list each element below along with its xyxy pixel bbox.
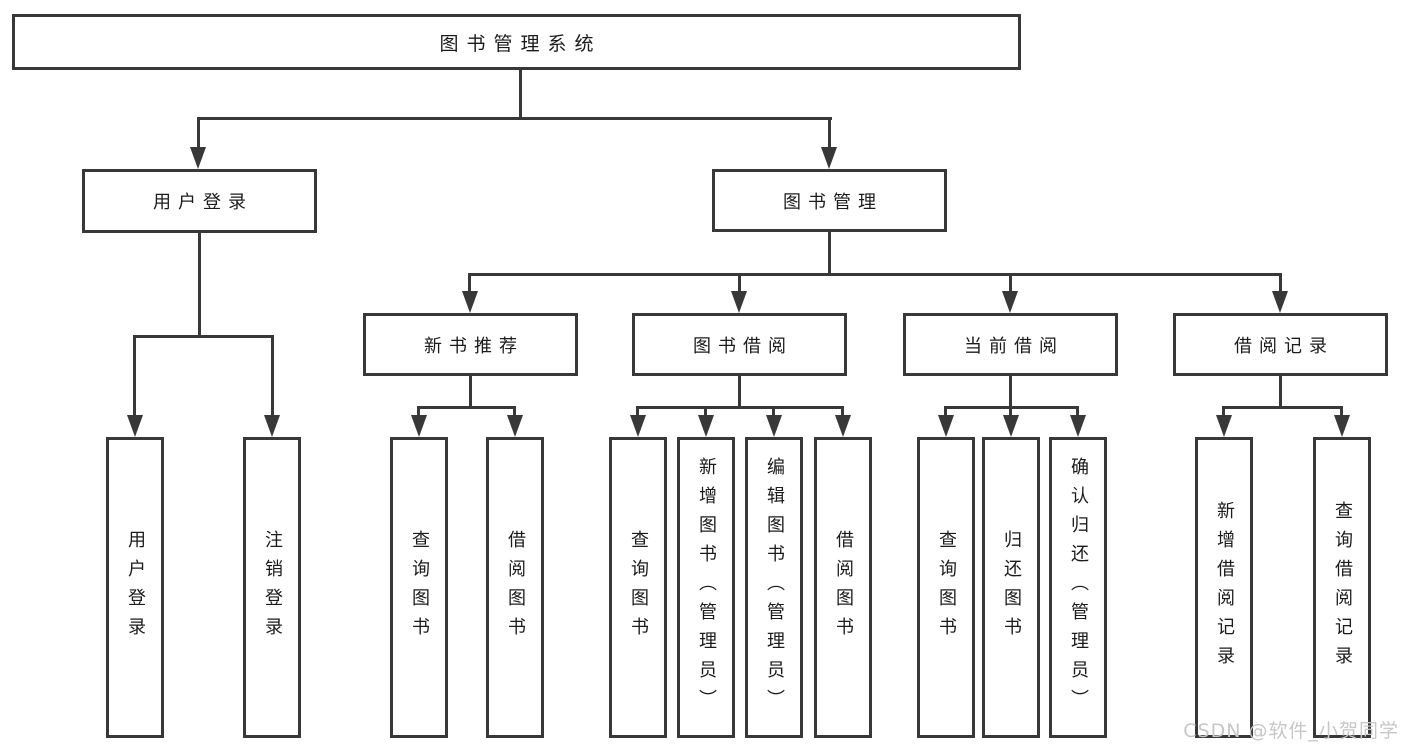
connector-line (1009, 273, 1012, 295)
connector-line (772, 406, 775, 418)
arrowhead-icon (630, 415, 646, 437)
leaf-label: 归还图书 (1001, 529, 1022, 646)
arrowhead-icon (507, 415, 523, 437)
connector-line (519, 70, 522, 117)
leaf-label: 查询图书 (936, 529, 957, 646)
node-current-borrow: 当前借阅 (903, 313, 1118, 376)
connector-line (197, 117, 200, 150)
connector-line (1279, 376, 1282, 409)
node-label: 图书借阅 (693, 335, 793, 357)
arrowhead-icon (190, 147, 206, 169)
arrowhead-icon (766, 415, 782, 437)
leaf-label: 查询借阅记录 (1332, 500, 1353, 675)
leaf-query-book-recommend: 查询图书 (390, 437, 448, 738)
node-user-login: 用户登录 (82, 169, 317, 233)
connector-line (1009, 406, 1012, 418)
leaf-query-book: 查询图书 (609, 437, 667, 738)
arrowhead-icon (938, 415, 954, 437)
connector-line (828, 117, 831, 150)
node-label: 图书管理 (783, 191, 883, 213)
leaf-label: 确认归还（管理员） (1068, 457, 1089, 718)
connector-line (271, 335, 274, 417)
leaf-edit-book-admin: 编辑图书（管理员） (745, 437, 803, 738)
node-borrow-records: 借阅记录 (1173, 313, 1388, 376)
leaf-add-borrow-record: 新增借阅记录 (1195, 437, 1253, 738)
leaf-label: 用户登录 (125, 529, 146, 646)
connector-line (417, 406, 420, 418)
connector-line (1009, 376, 1012, 409)
leaf-return-book: 归还图书 (982, 437, 1040, 738)
connector-line (738, 273, 741, 295)
leaf-logout: 注销登录 (243, 437, 301, 738)
leaf-label: 新增图书（管理员） (696, 457, 717, 718)
connector-line (738, 376, 741, 409)
leaf-confirm-return-admin: 确认归还（管理员） (1049, 437, 1107, 738)
connector-line (944, 406, 947, 418)
leaf-label: 新增借阅记录 (1214, 500, 1235, 675)
arrowhead-icon (1216, 415, 1232, 437)
leaf-label: 查询图书 (628, 529, 649, 646)
connector-line (418, 406, 516, 409)
node-library-system: 图书管理系统 (12, 14, 1021, 70)
node-book-management: 图书管理 (712, 169, 947, 232)
connector-line (513, 406, 516, 418)
arrowhead-icon (1070, 415, 1086, 437)
connector-line (1340, 406, 1343, 418)
connector-line (198, 233, 201, 335)
arrowhead-icon (731, 291, 747, 313)
connector-line (133, 335, 136, 417)
leaf-query-book-current: 查询图书 (917, 437, 975, 738)
leaf-label: 编辑图书（管理员） (764, 457, 785, 718)
connector-line (469, 273, 1282, 276)
node-label: 新书推荐 (424, 335, 524, 357)
leaf-label: 借阅图书 (505, 529, 526, 646)
leaf-label: 注销登录 (262, 529, 283, 646)
node-label: 借阅记录 (1234, 335, 1334, 357)
connector-line (841, 406, 844, 418)
arrowhead-icon (835, 415, 851, 437)
leaf-borrow-book-recommend: 借阅图书 (486, 437, 544, 738)
connector-line (945, 406, 1079, 409)
arrowhead-icon (1002, 291, 1018, 313)
arrowhead-icon (1334, 415, 1350, 437)
leaf-label: 查询图书 (409, 529, 430, 646)
arrowhead-icon (264, 415, 280, 437)
connector-line (636, 406, 639, 418)
connector-line (637, 406, 844, 409)
node-new-book-recommend: 新书推荐 (363, 313, 578, 376)
arrowhead-icon (462, 291, 478, 313)
leaf-user-login: 用户登录 (106, 437, 164, 738)
connector-line (469, 376, 472, 409)
node-label: 当前借阅 (964, 335, 1064, 357)
connector-line (1279, 273, 1282, 295)
connector-line (133, 335, 274, 338)
arrowhead-icon (1272, 291, 1288, 313)
csdn-watermark: CSDN @软件_小贺同学 (1183, 720, 1399, 742)
arrowhead-icon (127, 415, 143, 437)
leaf-query-borrow-record: 查询借阅记录 (1313, 437, 1371, 738)
node-book-borrow: 图书借阅 (632, 313, 847, 376)
connector-line (704, 406, 707, 418)
connector-line (1076, 406, 1079, 418)
arrowhead-icon (1003, 415, 1019, 437)
node-label: 用户登录 (153, 192, 253, 213)
connector-line (1223, 406, 1343, 409)
connector-line (828, 232, 831, 276)
leaf-borrow-book: 借阅图书 (814, 437, 872, 738)
arrowhead-icon (821, 147, 837, 169)
connector-line (468, 273, 471, 295)
leaf-label: 借阅图书 (833, 529, 854, 646)
connector-line (197, 117, 832, 120)
arrowhead-icon (411, 415, 427, 437)
leaf-add-book-admin: 新增图书（管理员） (677, 437, 735, 738)
arrowhead-icon (698, 415, 714, 437)
connector-line (1222, 406, 1225, 418)
node-label: 图书管理系统 (439, 32, 602, 55)
